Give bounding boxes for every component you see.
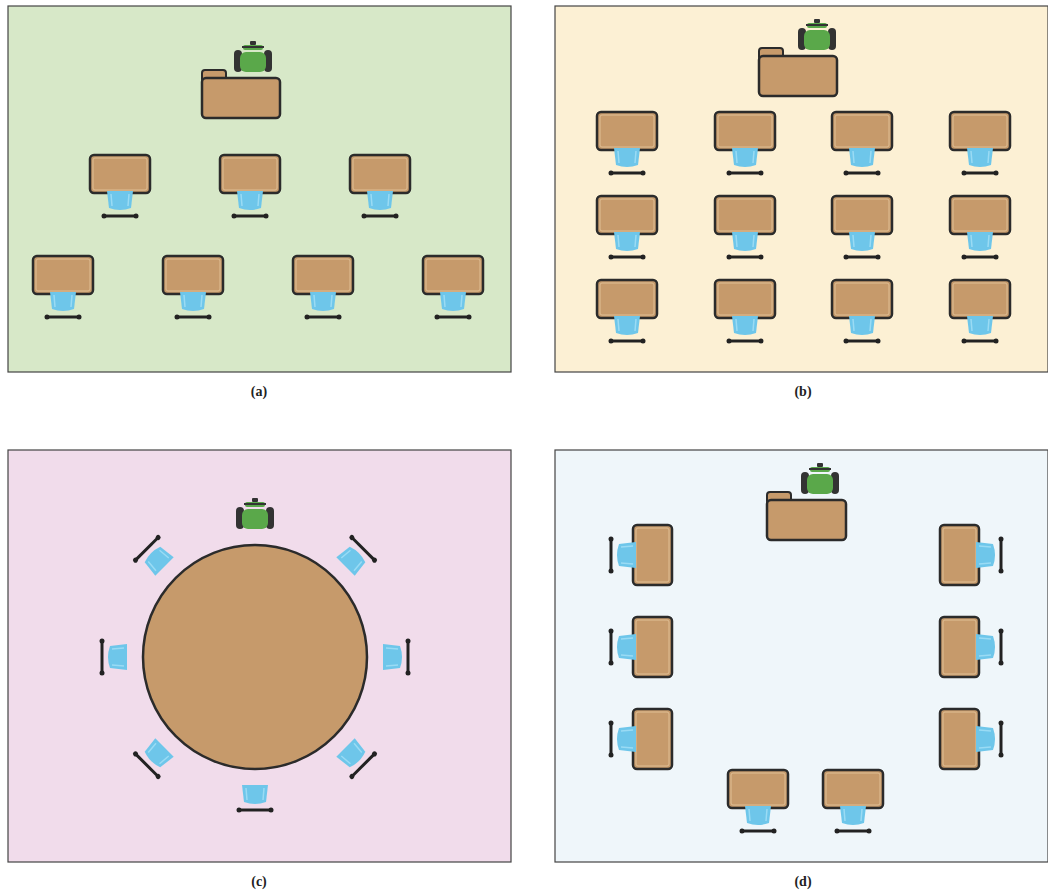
teacher-figure (236, 498, 274, 529)
student-chair (962, 316, 999, 344)
student-chair (835, 806, 872, 834)
student-chair (609, 148, 646, 176)
student-chair (332, 534, 378, 580)
student-desk (832, 112, 892, 150)
student-chair (609, 721, 637, 758)
teacher-figure (798, 19, 836, 50)
student-desk (950, 112, 1010, 150)
student-desk (940, 525, 979, 585)
student-desk (715, 112, 775, 150)
student-desk (715, 280, 775, 318)
student-desk (950, 280, 1010, 318)
student-chair (740, 806, 777, 834)
student-desk (597, 196, 657, 234)
student-desk (823, 770, 883, 808)
panel-background (555, 450, 1048, 862)
teacher-desk (759, 48, 837, 96)
student-chair (305, 292, 342, 320)
student-chair (727, 148, 764, 176)
student-chair (844, 316, 881, 344)
panel-background (8, 450, 511, 862)
student-desk (715, 196, 775, 234)
student-desk (940, 709, 979, 769)
teacher-figure (234, 41, 272, 72)
student-desk (832, 280, 892, 318)
student-desk (832, 196, 892, 234)
student-desk (633, 709, 672, 769)
student-desk (90, 155, 150, 193)
round-table (143, 545, 367, 769)
student-chair (232, 191, 269, 219)
student-desk (293, 256, 353, 294)
student-chair (976, 721, 1004, 758)
student-chair (609, 537, 637, 574)
student-chair (844, 148, 881, 176)
student-chair (132, 734, 178, 780)
student-chair (727, 316, 764, 344)
student-chair (237, 785, 274, 813)
panel-label: (b) (794, 384, 811, 400)
student-desk (940, 617, 979, 677)
student-chair (332, 734, 378, 780)
student-chair (962, 148, 999, 176)
student-chair (976, 537, 1004, 574)
student-chair (727, 232, 764, 260)
student-desk (728, 770, 788, 808)
student-chair (102, 191, 139, 219)
student-desk (597, 112, 657, 150)
teacher-desk (202, 70, 280, 118)
student-chair (100, 639, 128, 676)
student-chair (976, 629, 1004, 666)
teacher-figure (801, 463, 839, 494)
student-chair (609, 316, 646, 344)
student-chair (175, 292, 212, 320)
student-chair (45, 292, 82, 320)
student-chair (132, 534, 178, 580)
student-chair (609, 232, 646, 260)
student-desk (633, 525, 672, 585)
student-desk (597, 280, 657, 318)
student-desk (220, 155, 280, 193)
student-chair (609, 629, 637, 666)
student-desk (633, 617, 672, 677)
panel-background (555, 6, 1048, 372)
student-chair (962, 232, 999, 260)
panel-label: (c) (251, 874, 267, 890)
panel-label: (a) (251, 384, 267, 400)
teacher-desk (767, 492, 846, 540)
student-desk (350, 155, 410, 193)
student-desk (950, 196, 1010, 234)
student-chair (383, 639, 411, 676)
student-chair (362, 191, 399, 219)
student-desk (163, 256, 223, 294)
student-chair (435, 292, 472, 320)
panel-background (8, 6, 511, 372)
student-desk (423, 256, 483, 294)
panel-label: (d) (794, 874, 811, 890)
student-chair (844, 232, 881, 260)
student-desk (33, 256, 93, 294)
